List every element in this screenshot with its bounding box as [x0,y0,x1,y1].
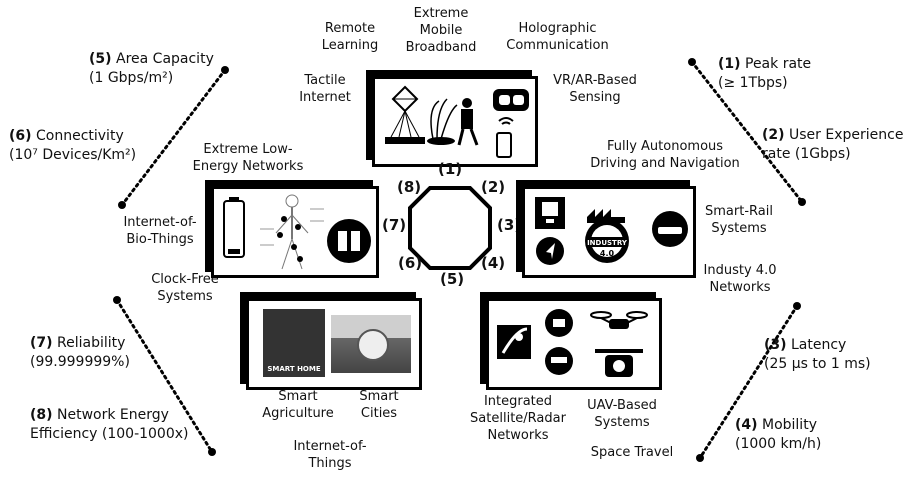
kpi-number: (4) [735,417,758,433]
panel-bottom-right [486,298,662,390]
kpi-value: (≥ 1Tbps) [718,75,788,91]
octagon-label-3: (3) [497,216,522,234]
smart-home-image: SMART HOME [263,309,325,377]
kpi-title: Network Energy [57,407,169,423]
kpi-value: Efficiency (100-1000x) [30,426,189,442]
octagon-label-8: (8) [397,178,422,196]
industry-badge-word: INDUSTRY [587,239,628,247]
kpi-latency: (3) Latency (25 μs to 1 ms) [764,336,871,374]
panel-right: INDUSTRY 4.0 [522,186,696,278]
kpi-title: Peak rate [745,56,812,72]
kpi-title: Latency [791,337,847,353]
app-space-travel: Space Travel [590,445,674,460]
kpi-energy-efficiency: (8) Network Energy Efficiency (100-1000x… [30,406,189,444]
industry-badge-number: 4.0 [600,249,615,258]
panel-top [372,76,538,167]
connector-dot [793,302,801,310]
smart-agriculture-image [331,315,411,373]
kpi-reliability: (7) Reliability (99.999999%) [30,334,130,372]
connector-top-left [120,68,227,207]
kpi-title: Mobility [762,417,817,433]
kpi-number: (2) [762,127,785,143]
connector-dot [798,198,806,206]
kpi-title: User Experience [789,127,904,143]
kpi-user-experience: (2) User Experience rate (1Gbps) [762,126,903,164]
panel-bottom-left: SMART HOME [246,298,422,390]
octagon-label-2: (2) [481,178,506,196]
connector-bottom-left [115,298,214,454]
kpi-peak-rate: (1) Peak rate (≥ 1Tbps) [718,55,811,93]
octagon-label-7: (7) [382,216,407,234]
kpi-value: (10⁷ Devices/Km²) [9,147,137,163]
octagon-label-1: (1) [438,160,463,178]
panel-left [211,186,379,278]
connector-dot [113,296,121,304]
kpi-title: Reliability [57,335,126,351]
kpi-number: (3) [764,337,787,353]
kpi-number: (6) [9,128,32,144]
satellite-illustration [497,309,648,377]
smart-home-label: SMART HOME [267,365,321,373]
kpi-title: Area Capacity [116,51,214,67]
center-octagon [408,186,492,270]
kpi-connectivity: (6) Connectivity (10⁷ Devices/Km²) [9,127,136,165]
kpi-number: (1) [718,56,741,72]
octagon-label-5: (5) [440,270,465,288]
connector-dot [118,201,126,209]
connector-dot [696,454,704,462]
app-low-energy: Extreme Low-Energy Networks [192,142,304,174]
octagon-label-6: (6) [398,254,423,272]
agri-center-dial [357,329,389,361]
kpi-number: (5) [89,51,112,67]
bio-things-illustration [223,194,371,270]
kpi-number: (7) [30,335,53,351]
industry-illustration: INDUSTRY 4.0 [535,197,688,265]
kpi-mobility: (4) Mobility (1000 km/h) [735,416,821,454]
kpi-value: (1000 km/h) [735,436,822,452]
kpi-value: (25 μs to 1 ms) [764,356,871,372]
app-iot: Internet-of-Things [293,439,367,471]
connector-dot [208,448,216,456]
kpi-value: (99.999999%) [30,354,130,370]
connector-top-right [690,60,804,204]
app-iobt: Internet-of-Bio-Things [123,215,197,247]
kpi-value: rate (1Gbps) [762,146,851,162]
kpi-area-capacity: (5) Area Capacity (1 Gbps/m²) [89,50,214,88]
kpi-value: (1 Gbps/m²) [89,70,174,86]
connector-bottom-right [698,304,799,460]
octagon-label-4: (4) [481,254,506,272]
connector-dot [688,58,696,66]
kpi-title: Connectivity [36,128,124,144]
holographic-illustration [385,85,529,158]
connector-dot [221,66,229,74]
kpi-number: (8) [30,407,53,423]
